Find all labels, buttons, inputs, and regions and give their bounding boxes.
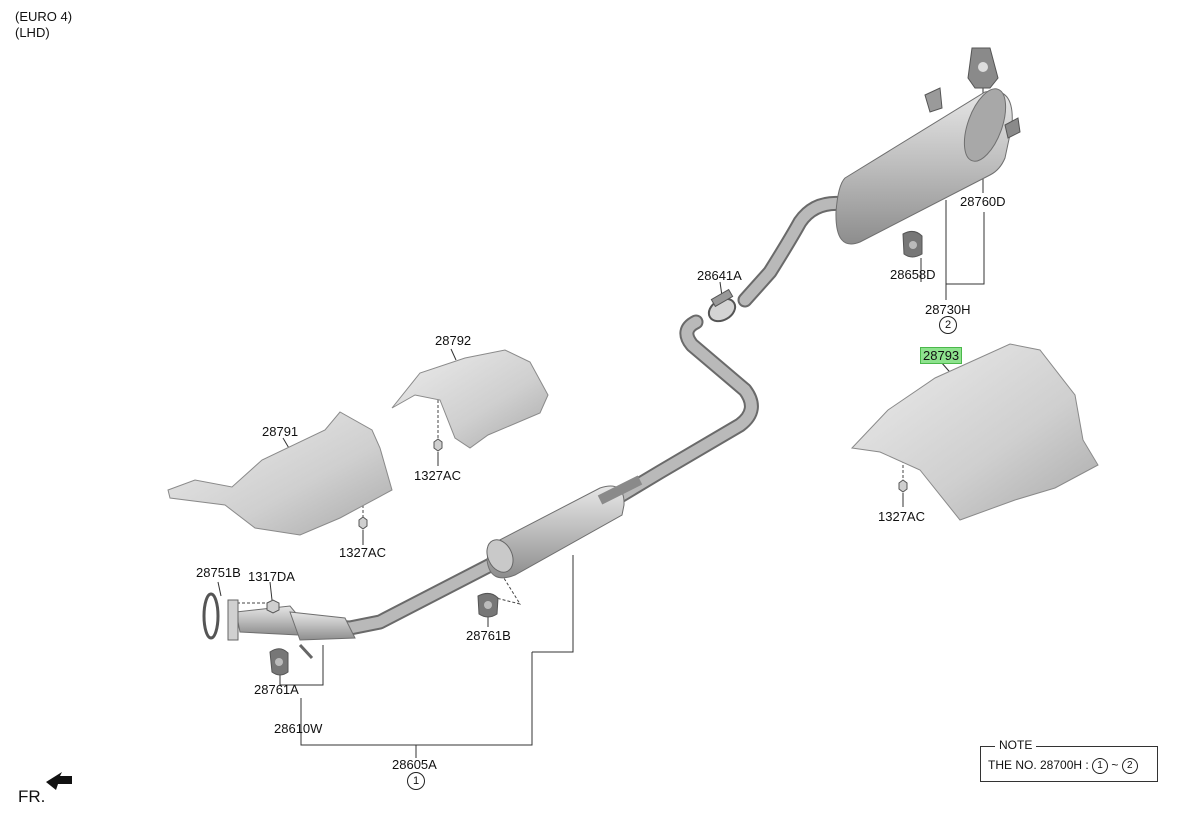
part-label-28793[interactable]: 28793 <box>920 347 963 364</box>
front-direction-label: FR. <box>18 787 46 806</box>
part-label-28730H[interactable]: 28730H <box>925 302 971 317</box>
heat-shield-28792 <box>391 349 549 449</box>
hanger-28760D <box>967 47 999 89</box>
note-title: NOTE <box>995 738 1037 752</box>
part-label-1327AC-b[interactable]: 1327AC <box>414 468 461 483</box>
part-label-28751B[interactable]: 28751B <box>196 565 241 580</box>
nut-1327AC-c <box>898 479 908 493</box>
center-muffler <box>486 475 643 579</box>
part-label-28605A[interactable]: 28605A <box>392 757 437 772</box>
note-prefix: THE NO. 28700H : <box>988 758 1089 773</box>
part-label-28610W[interactable]: 28610W <box>274 721 323 736</box>
front-pipe-28610W <box>227 599 356 660</box>
hanger-28761A <box>269 648 289 676</box>
note-from-marker: 1 <box>1092 758 1109 774</box>
clamp-28641A <box>707 288 737 323</box>
nut-1327AC-a <box>358 516 368 530</box>
exhaust-pipe <box>284 195 853 636</box>
group-marker-2: 2 <box>939 316 957 334</box>
part-label-1327AC-a[interactable]: 1327AC <box>339 545 386 560</box>
group-marker-1: 1 <box>407 772 425 790</box>
heat-shield-28791 <box>167 411 393 536</box>
part-label-28761A[interactable]: 28761A <box>254 682 299 697</box>
part-label-28641A[interactable]: 28641A <box>697 268 742 283</box>
note-text: THE NO. 28700H : 1 ~ 2 <box>988 758 1138 774</box>
part-label-28761B[interactable]: 28761B <box>466 628 511 643</box>
spec-lhd-label: (LHD) <box>15 25 50 40</box>
nut-shape <box>266 599 280 614</box>
part-label-28791[interactable]: 28791 <box>262 424 299 439</box>
nut-1327AC-b <box>433 438 443 452</box>
rear-muffler <box>835 87 1021 245</box>
front-direction-arrow <box>46 772 72 790</box>
part-label-28760D[interactable]: 28760D <box>960 194 1006 209</box>
note-to-marker: 2 <box>1121 758 1138 774</box>
gasket-shape <box>202 592 220 640</box>
heat-shield-28793 <box>850 343 1099 521</box>
part-label-28792[interactable]: 28792 <box>435 333 472 348</box>
part-label-1327AC-c[interactable]: 1327AC <box>878 509 925 524</box>
hanger-28761B <box>477 592 499 618</box>
note-separator: ~ <box>1111 758 1119 773</box>
part-label-28658D[interactable]: 28658D <box>890 267 936 282</box>
hanger-28658D <box>902 230 923 258</box>
note-box: NOTE THE NO. 28700H : 1 ~ 2 <box>980 738 1158 782</box>
part-label-1317DA[interactable]: 1317DA <box>248 569 295 584</box>
spec-euro4-label: (EURO 4) <box>15 9 73 24</box>
